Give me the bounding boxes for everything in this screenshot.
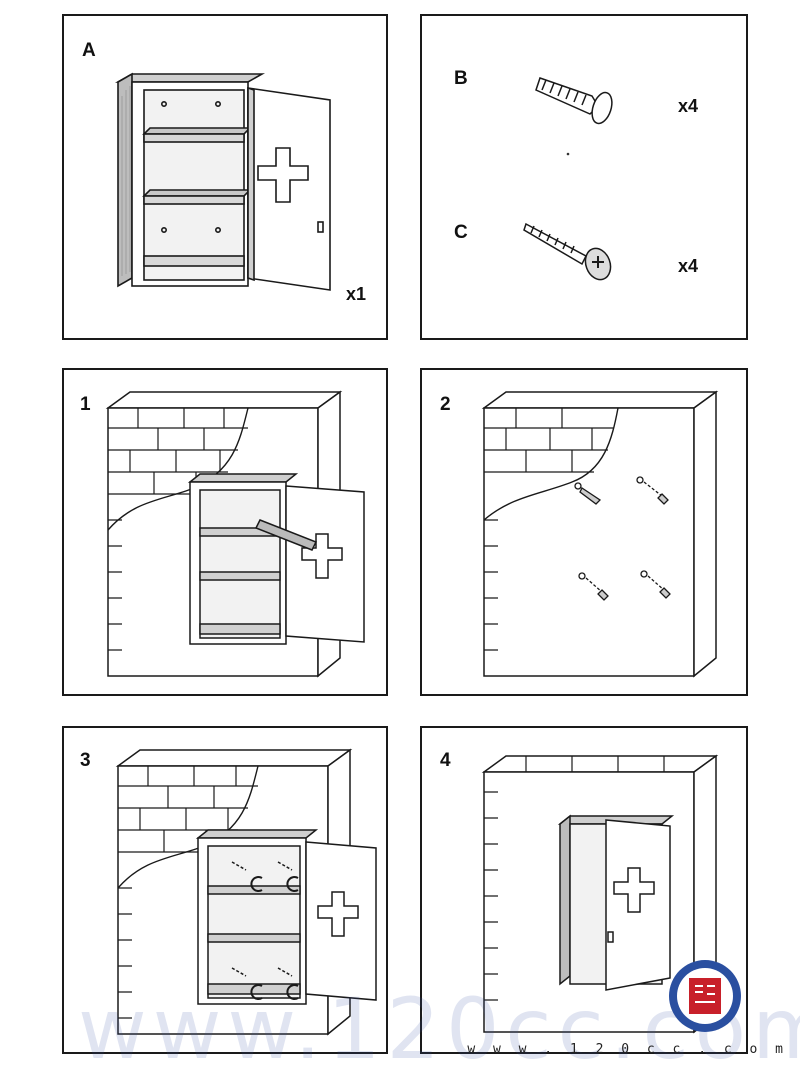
screw-icon bbox=[523, 222, 612, 281]
step-3-illustration bbox=[115, 748, 377, 1036]
step-4-label: 4 bbox=[440, 750, 451, 771]
panel-step-1: 1 bbox=[62, 368, 388, 696]
panel-a-quantity: x1 bbox=[346, 284, 367, 304]
step-2-illustration bbox=[481, 390, 719, 678]
step-2-label: 2 bbox=[440, 394, 451, 415]
step-3-label: 3 bbox=[80, 750, 91, 771]
gloge-seal-logo bbox=[669, 960, 741, 1032]
wall-plug-icon bbox=[535, 77, 613, 125]
part-b-quantity: x4 bbox=[678, 96, 699, 116]
part-c-quantity: x4 bbox=[678, 256, 699, 276]
step-1-illustration bbox=[105, 390, 365, 678]
step-4-illustration bbox=[481, 754, 719, 1034]
watermark-url: w w w . 1 2 0 c c . c o m bbox=[467, 1042, 788, 1057]
panel-fixings: B x4 C x4 bbox=[420, 14, 748, 340]
part-b-label: B bbox=[454, 68, 468, 89]
panel-step-3: 3 bbox=[62, 726, 388, 1054]
cabinet-illustration bbox=[114, 72, 331, 291]
fixings-illustration bbox=[523, 77, 613, 281]
step-1-label: 1 bbox=[80, 394, 91, 415]
panel-a-label: A bbox=[82, 40, 96, 61]
panel-step-2: 2 B B B B bbox=[420, 368, 748, 696]
part-c-label: C bbox=[454, 222, 468, 243]
panel-a: A x1 bbox=[62, 14, 388, 340]
